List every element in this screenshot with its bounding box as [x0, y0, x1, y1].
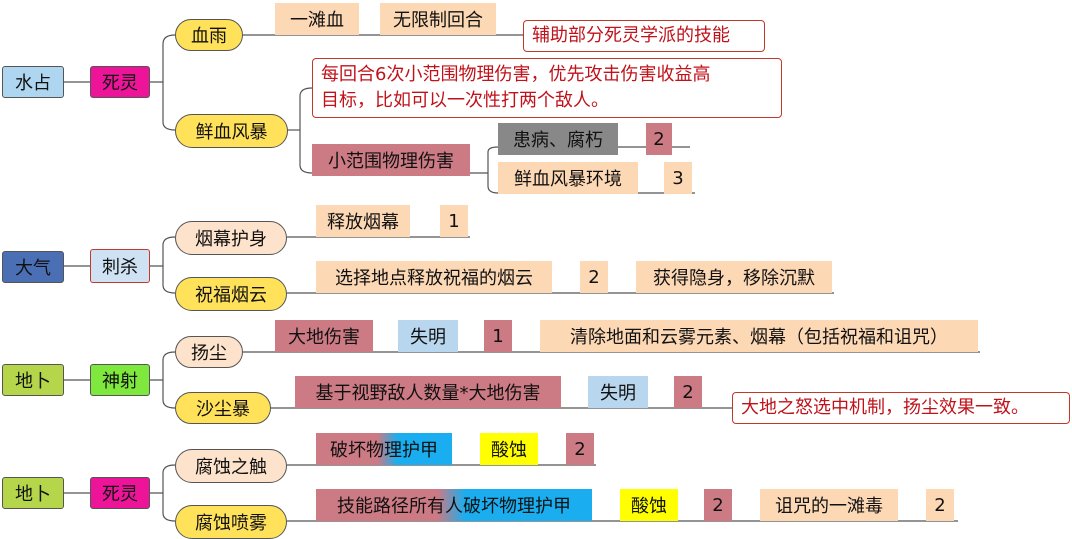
root-node-1: 水占	[2, 66, 64, 98]
category-node-4: 死灵	[90, 477, 150, 509]
tag-2-1-2: 1	[440, 205, 468, 237]
child-num-2: 3	[664, 162, 692, 194]
note-1-2: 每回合6次小范围物理伤害，优先攻击伤害收益高 目标，比如可以一次性打两个敌人。	[312, 58, 782, 118]
tag-3-1-1: 大地伤害	[275, 320, 373, 352]
tag-1-1-2: 无限制回合	[380, 3, 496, 35]
tag-4-2-3: 2	[704, 489, 732, 521]
child-label-2: 鲜血风暴环境	[498, 162, 638, 194]
category-node-3: 神射	[90, 364, 150, 396]
skill-node-3-1: 扬尘	[175, 336, 243, 368]
root-node-2: 大气	[2, 251, 64, 283]
note-1-2-line-1: 每回合6次小范围物理伤害，优先攻击伤害收益高	[321, 64, 711, 85]
tag-4-1-3: 2	[566, 433, 594, 465]
root-node-4: 地卜	[2, 477, 64, 509]
root-node-3: 地卜	[2, 364, 64, 396]
note-1-1: 辅助部分死灵学派的技能	[523, 20, 765, 52]
tag-3-2-3: 2	[674, 376, 702, 408]
skill-node-4-1: 腐蚀之触	[175, 449, 287, 483]
skill-node-3-2: 沙尘暴	[175, 392, 271, 424]
skill-node-4-2: 腐蚀喷雾	[175, 505, 287, 539]
tag-2-1-1: 释放烟幕	[316, 205, 410, 237]
child-num-1: 2	[646, 123, 672, 155]
tag-4-2-5: 2	[926, 489, 954, 521]
tag-2-2-1: 选择地点释放祝福的烟云	[316, 261, 552, 293]
skill-node-1-2: 鲜血风暴	[175, 114, 288, 148]
tag-4-2-4: 诅咒的一滩毒	[760, 489, 898, 521]
note-3-2: 大地之怒选中机制，扬尘效果一致。	[732, 392, 1070, 424]
tag-3-2-1: 基于视野敌人数量*大地伤害	[295, 376, 561, 408]
skill-node-1-1: 血雨	[175, 19, 243, 51]
child-label-1: 患病、腐朽	[498, 123, 618, 155]
tag-4-2-1: 技能路径所有人破坏物理护甲	[316, 489, 592, 521]
tag-3-1-3: 1	[484, 320, 512, 352]
tag-3-2-2: 失明	[588, 376, 648, 408]
tag-3-1-2: 失明	[398, 320, 458, 352]
skill-node-2-1: 烟幕护身	[175, 221, 287, 255]
tag-1-1-1: 一滩血	[275, 3, 359, 35]
tag-4-2-2: 酸蚀	[620, 489, 678, 521]
tag-2-2-2: 2	[580, 261, 608, 293]
category-node-2: 刺杀	[90, 249, 150, 283]
tag-2-2-3: 获得隐身，移除沉默	[636, 261, 832, 293]
tag-4-1-2: 酸蚀	[480, 433, 538, 465]
sub-node-1-2: 小范围物理伤害	[312, 144, 470, 176]
note-1-2-line-2: 目标，比如可以一次性打两个敌人。	[321, 90, 609, 111]
tag-4-1-1: 破坏物理护甲	[316, 433, 452, 465]
tag-3-1-4: 清除地面和云雾元素、烟幕（包括祝福和诅咒）	[540, 320, 978, 352]
skill-node-2-2: 祝福烟云	[175, 277, 287, 311]
category-node-1: 死灵	[90, 66, 150, 98]
